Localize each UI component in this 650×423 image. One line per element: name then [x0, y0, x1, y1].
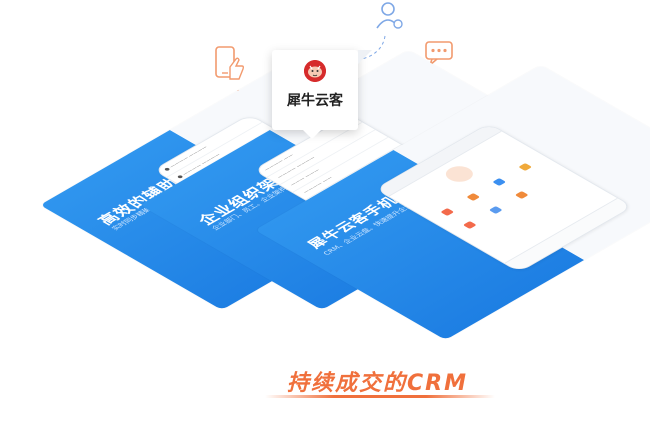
app-tile: [488, 206, 503, 214]
app-tile: [462, 221, 477, 229]
slogan: 持续成交的CRM: [287, 371, 468, 396]
logo-name: 犀牛云客: [287, 93, 343, 109]
avatar: [440, 163, 479, 185]
user-icon: [376, 2, 403, 29]
phone-touch-icon: [215, 46, 245, 80]
app-tile: [514, 191, 529, 199]
logo-card-pointer: [302, 129, 322, 139]
app-tile: [466, 193, 481, 201]
logo-card: 犀牛云客: [272, 50, 372, 139]
rhino-logo-icon: [304, 60, 326, 82]
app-tile: [440, 208, 455, 216]
app-tile: [492, 178, 507, 186]
app-tile: [518, 163, 533, 171]
slogan-underline: [265, 395, 495, 398]
